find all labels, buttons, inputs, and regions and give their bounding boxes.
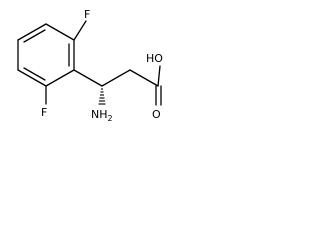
bond-ch2-to-carboxyl xyxy=(129,69,159,87)
bond-ring-to-chiral xyxy=(73,69,103,87)
ring-bond-3 xyxy=(45,69,75,87)
atom-nh2: NH2 xyxy=(91,108,113,123)
bond-chiral-to-ch2 xyxy=(101,69,131,87)
bond-c-f-top xyxy=(73,20,87,41)
ring-bond-4 xyxy=(17,69,47,87)
ring-bond-1 xyxy=(45,23,75,41)
atom-f-top: F xyxy=(84,8,90,21)
ring-bond-6 xyxy=(17,23,47,41)
ring-inner-double-2 xyxy=(23,67,46,81)
hashed-wedge-bond xyxy=(98,88,106,105)
molecule-structure: F F NH2 HO O xyxy=(17,8,163,123)
bond-c-oh xyxy=(157,65,161,87)
atom-oh: HO xyxy=(146,52,163,65)
atom-carbonyl-o: O xyxy=(152,108,161,121)
atom-f-bottom: F xyxy=(41,106,47,119)
benzene-ring xyxy=(17,23,75,87)
ring-inner-double-3 xyxy=(23,29,46,43)
